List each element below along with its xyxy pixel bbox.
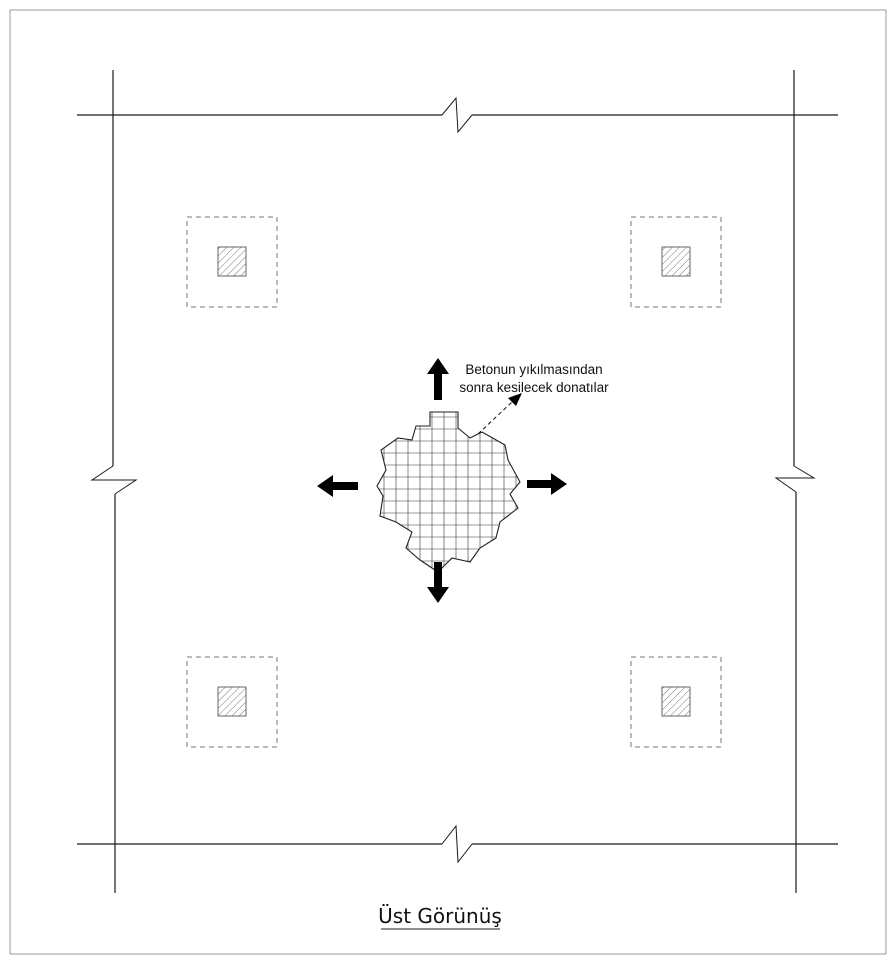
column-bottom-left [186,656,278,748]
column-bottom-right [630,656,722,748]
column-top-right [630,216,722,308]
arrow-down-icon [427,562,449,603]
arrow-right-icon [527,473,567,495]
right-beam [774,70,816,893]
annotation-line-1: Betonun yıkılmasından [465,362,602,377]
arrow-up-icon [427,358,449,400]
annotation-line-2: sonra kesilecek donatılar [459,380,609,395]
column-top-left [186,216,278,308]
annotation-leader [477,393,522,435]
arrow-left-icon [317,475,358,497]
bottom-beam [77,824,838,864]
left-beam [90,70,138,893]
view-caption: Üst Görünüş [378,904,502,928]
top-beam [77,96,838,134]
